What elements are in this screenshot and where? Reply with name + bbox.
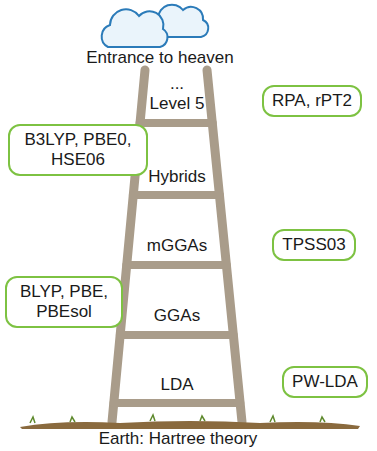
- method-text: BLYP, PBE, PBEsol: [15, 282, 113, 323]
- heading-text: Entrance to heaven: [86, 48, 233, 68]
- method-box: TPSS03: [272, 229, 355, 261]
- method-text: PW-LDA: [292, 372, 358, 392]
- method-box: PW-LDA: [282, 366, 368, 398]
- level-label: Level 5: [150, 94, 205, 114]
- method-text: TPSS03: [282, 235, 345, 255]
- ladder: [112, 70, 242, 422]
- method-text: RPA, rPT2: [272, 91, 352, 111]
- level-label: Hybrids: [148, 167, 206, 187]
- ellipsis: ...: [170, 74, 184, 94]
- method-box: B3LYP, PBE0, HSE06: [8, 124, 148, 177]
- level-label: GGAs: [154, 306, 200, 326]
- ground: [20, 415, 360, 429]
- level-label: mGGAs: [147, 236, 207, 256]
- method-text: B3LYP, PBE0, HSE06: [18, 130, 138, 171]
- method-box: BLYP, PBE, PBEsol: [5, 276, 123, 329]
- method-box: RPA, rPT2: [262, 85, 362, 117]
- level-label: LDA: [160, 375, 193, 395]
- cloud: [102, 5, 209, 47]
- ground-label: Earth: Hartree theory: [99, 429, 258, 449]
